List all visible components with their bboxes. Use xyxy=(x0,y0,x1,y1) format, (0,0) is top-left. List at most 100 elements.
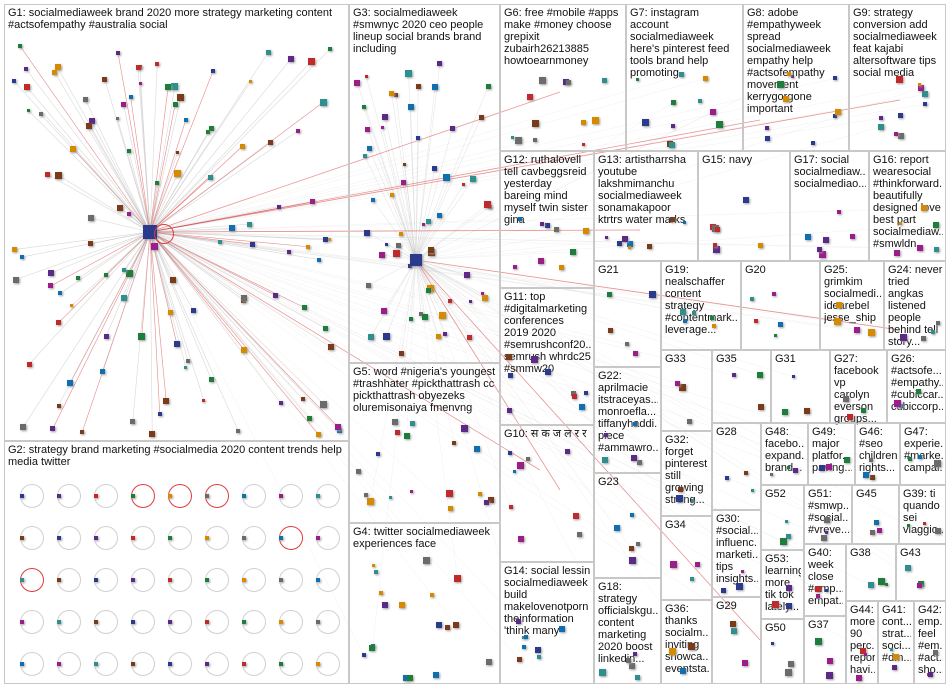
graph-node xyxy=(190,307,196,313)
group-g21: G21 xyxy=(594,261,661,367)
group-label-g31: G31 xyxy=(775,353,796,365)
graph-node xyxy=(627,240,634,247)
graph-node xyxy=(516,657,522,663)
graph-node xyxy=(695,561,701,567)
group-g42: G42: emp... feel #em... #act... sho... xyxy=(914,601,946,684)
group-label-g5: G5: word #nigeria's youngest #trashhater… xyxy=(353,366,496,414)
graph-node xyxy=(47,270,54,277)
graph-node xyxy=(452,622,459,629)
graph-node xyxy=(395,242,401,248)
group-label-g2: G2: strategy brand marketing #socialmedi… xyxy=(8,444,345,468)
group-g37: G37 xyxy=(804,616,846,684)
graph-node xyxy=(538,258,545,265)
graph-node xyxy=(690,577,695,582)
graph-node xyxy=(205,662,209,666)
graph-node xyxy=(833,114,838,119)
graph-node xyxy=(174,170,182,178)
group-label-g13: G13: artistharrsha youtube lakshmimanchu… xyxy=(598,154,690,226)
graph-node xyxy=(131,578,135,582)
graph-node xyxy=(670,124,675,129)
graph-node xyxy=(155,62,160,67)
graph-node xyxy=(76,275,81,280)
graph-node xyxy=(242,578,246,582)
graph-node xyxy=(422,557,430,565)
graph-node xyxy=(176,151,180,154)
graph-node xyxy=(690,499,694,503)
graph-node xyxy=(518,216,523,221)
graph-node xyxy=(427,246,434,253)
graph-node xyxy=(240,143,246,149)
graph-node xyxy=(449,126,455,132)
group-label-g32: G32: forget pinterest still growing stro… xyxy=(665,434,708,506)
graph-node xyxy=(906,524,910,528)
graph-node xyxy=(439,312,447,320)
graph-node xyxy=(306,244,311,249)
graph-node xyxy=(863,472,870,479)
graph-node xyxy=(897,113,903,119)
graph-node xyxy=(566,80,572,86)
graph-node xyxy=(614,525,621,532)
graph-node xyxy=(816,246,822,252)
graph-node xyxy=(54,64,61,71)
graph-node xyxy=(889,647,893,651)
graph-node xyxy=(57,620,61,624)
graph-node xyxy=(553,227,559,233)
graph-node xyxy=(928,672,934,678)
graph-node xyxy=(570,391,576,397)
graph-node xyxy=(709,316,714,321)
graph-node xyxy=(819,251,827,259)
graph-node xyxy=(565,448,571,454)
graph-node xyxy=(703,76,709,82)
graph-node xyxy=(418,312,423,317)
graph-node xyxy=(56,403,61,408)
group-g1: G1: socialmediaweek brand 2020 more stra… xyxy=(4,4,349,441)
graph-node xyxy=(877,528,883,534)
group-label-g46: G46: #seo children rights... xyxy=(859,426,897,474)
group-g4: G4: twitter socialmediaweek experiences … xyxy=(349,523,500,684)
graph-node xyxy=(749,297,754,302)
graph-node xyxy=(364,74,368,78)
group-label-g23: G23 xyxy=(598,476,619,488)
group-g24: G24: never tried angkas listened people … xyxy=(884,261,946,350)
group-g36: G36: thanks socialm... inviting showca..… xyxy=(661,600,712,684)
graph-node xyxy=(121,101,127,107)
graph-node xyxy=(467,334,473,340)
graph-node xyxy=(402,162,406,166)
graph-node xyxy=(636,78,640,82)
graph-node xyxy=(443,173,451,181)
graph-node xyxy=(527,94,534,101)
graph-node xyxy=(825,588,829,592)
graph-node xyxy=(207,175,213,181)
graph-node xyxy=(429,593,434,598)
group-label-g20: G20 xyxy=(745,264,766,276)
graph-node xyxy=(669,560,677,568)
graph-node xyxy=(786,72,791,77)
group-label-g15: G15: navy xyxy=(702,154,753,166)
group-label-g41: G41: cont... strat... soci... #dm... xyxy=(882,604,911,664)
group-g52: G52 xyxy=(761,485,804,550)
graph-node xyxy=(135,64,141,70)
graph-node xyxy=(165,83,172,90)
graph-node xyxy=(730,621,737,628)
group-g22: G22: aprilmacie itstraceyas... monroefla… xyxy=(594,367,661,473)
graph-node xyxy=(327,238,331,242)
group-g48: G48: facebo... expand... brand... xyxy=(761,423,808,485)
graph-node xyxy=(743,470,748,475)
graph-node xyxy=(539,77,547,85)
graph-node xyxy=(115,50,120,55)
graph-node xyxy=(20,536,24,540)
graph-node xyxy=(678,486,684,492)
graph-node xyxy=(20,620,24,624)
graph-node xyxy=(530,355,538,363)
group-label-g35: G35 xyxy=(716,353,737,365)
graph-node xyxy=(698,99,703,104)
graph-node xyxy=(52,70,58,76)
graph-node xyxy=(398,231,403,236)
graph-node xyxy=(674,380,680,386)
graph-node xyxy=(868,329,876,337)
graph-node xyxy=(481,292,485,296)
group-label-g33: G33 xyxy=(665,353,686,365)
graph-node xyxy=(463,272,470,279)
graph-node xyxy=(403,432,410,439)
group-g51: G51: #smwp... #social... #vreve... xyxy=(804,485,852,544)
